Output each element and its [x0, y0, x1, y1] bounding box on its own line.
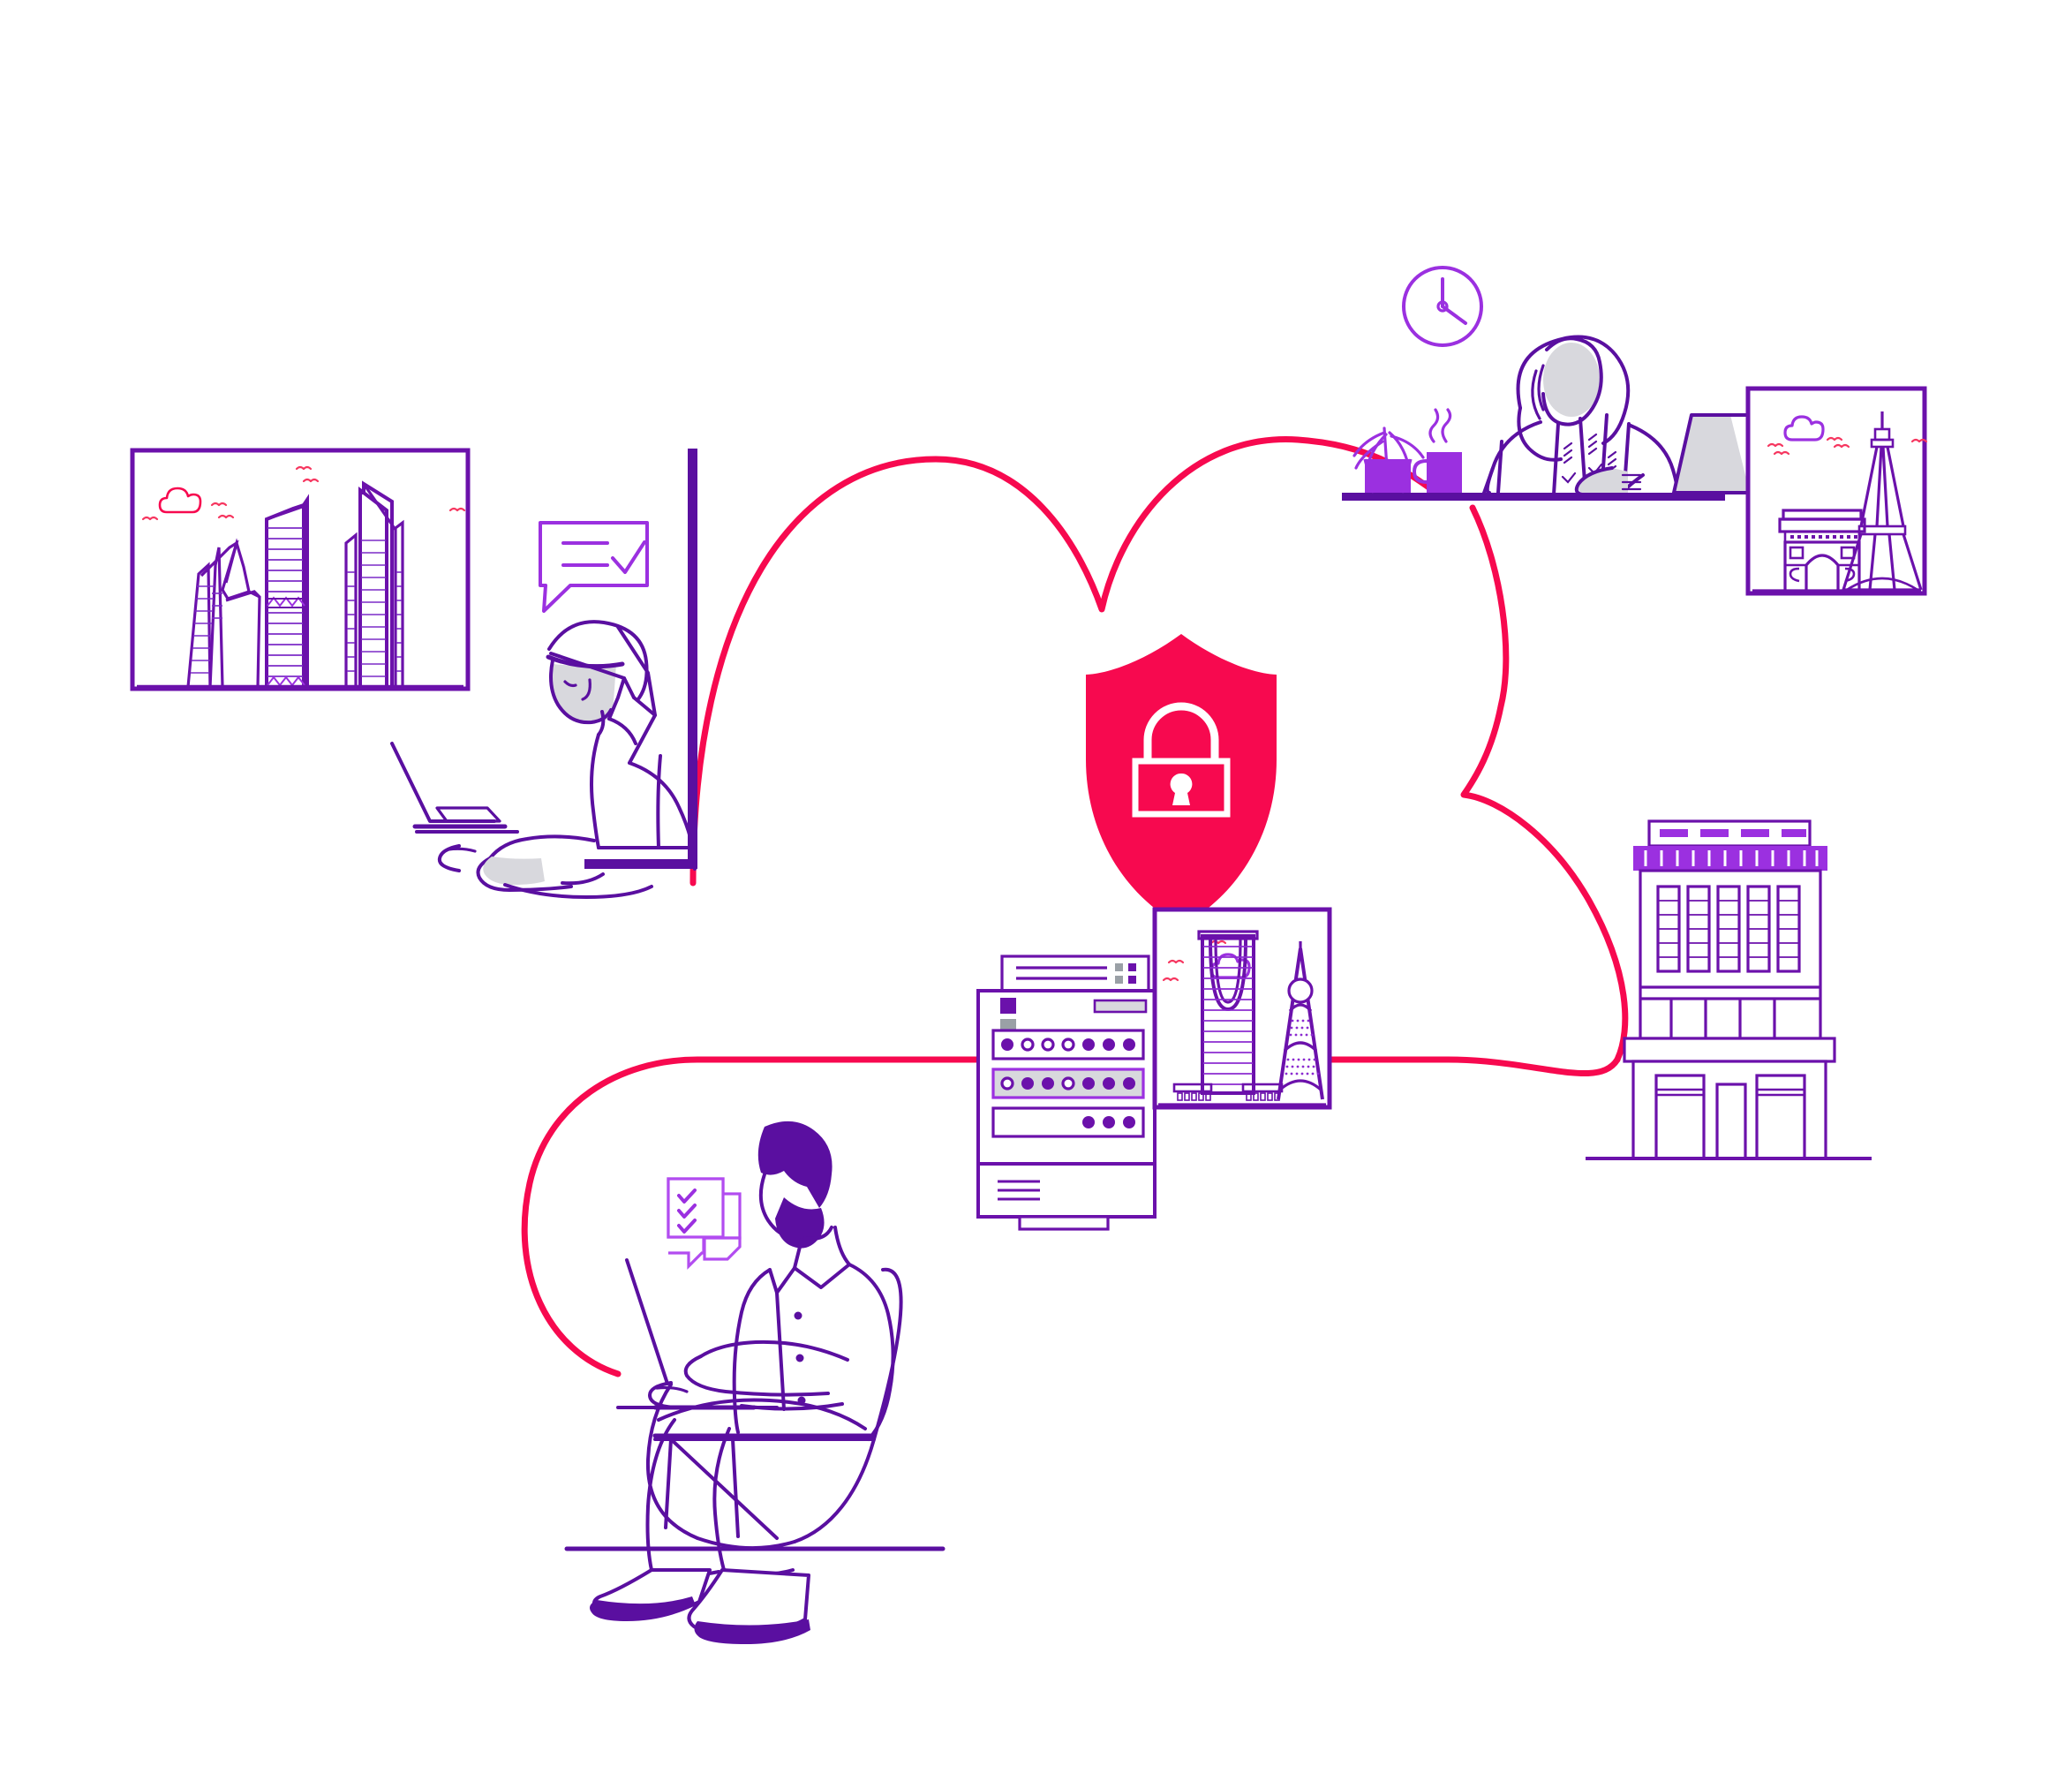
desk-shelf [1342, 493, 1725, 501]
secure-cloud-outline [521, 436, 1629, 1377]
person-seated-in-chair-bottom [564, 1121, 946, 1644]
cloud-icon [158, 487, 202, 514]
server-rack[interactable] [976, 955, 1157, 1231]
padlock-icon [1132, 702, 1231, 818]
office-partition-wall [584, 449, 697, 869]
building-tower-center [265, 494, 309, 687]
chat-bubble-icon [539, 521, 649, 613]
wall-clock-icon [1402, 266, 1483, 347]
building-al-faisaliah [1277, 941, 1324, 1100]
server-row-2-leds [1000, 1076, 1135, 1090]
laptop-left [390, 742, 519, 834]
building-tower-left [186, 538, 261, 688]
laptop-bottom [616, 1258, 779, 1410]
cityscape-frame-riyadh[interactable] [1152, 907, 1332, 1110]
cloud-left-lobes [689, 436, 1443, 887]
building-kingdom-centre [1172, 930, 1284, 1101]
potted-plant-icon [1352, 426, 1425, 494]
server-row-3 [991, 1106, 1145, 1138]
server-row-1-leds [1001, 1038, 1135, 1052]
cloud-bottom-right-edge [1179, 1056, 1621, 1077]
building-arc-de-triomphe [1778, 509, 1866, 595]
coffee-mug-icon [1412, 408, 1462, 493]
building-eiffel-tower [1842, 411, 1923, 592]
cityscape-frame-paris[interactable] [1745, 386, 1928, 596]
building-tower-right [344, 480, 404, 687]
checklist-icon [667, 1177, 742, 1270]
cloud-bottom-left-edge [521, 1056, 983, 1377]
office-building[interactable] [1586, 819, 1872, 1160]
security-shield [1086, 634, 1277, 925]
server-row-3-leds [1082, 1116, 1135, 1128]
cloud-right-lobes [1460, 504, 1629, 1063]
cityscape-frame-abu-dhabi[interactable] [130, 448, 471, 691]
cloud-icon [1783, 415, 1825, 441]
person-working-at-laptop-left [390, 620, 697, 899]
